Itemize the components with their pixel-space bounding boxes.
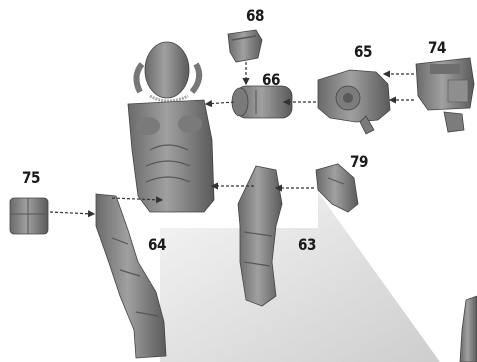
part-label-79: 79 (350, 154, 368, 170)
part-label-63: 63 (298, 237, 316, 253)
part-label-75: 75 (22, 170, 40, 186)
part-label-64: 64 (148, 237, 166, 253)
part-label-66: 66 (262, 72, 280, 88)
background-shade-panel (160, 192, 440, 362)
part-74-shape (416, 58, 474, 132)
part-label-65: 65 (354, 44, 372, 60)
arrow-66-to-torso (206, 102, 234, 104)
part-68-shape (228, 30, 262, 62)
torso-shape (128, 42, 214, 212)
part-label-68: 68 (246, 8, 264, 24)
part-66-shape (232, 86, 292, 118)
partial-figure-shape (460, 296, 477, 362)
part-64-shape (96, 194, 166, 358)
part-75-shape (10, 198, 48, 234)
part-label-74: 74 (428, 40, 446, 56)
arrow-75-to-64 (50, 212, 94, 214)
part-65-shape (318, 70, 390, 134)
